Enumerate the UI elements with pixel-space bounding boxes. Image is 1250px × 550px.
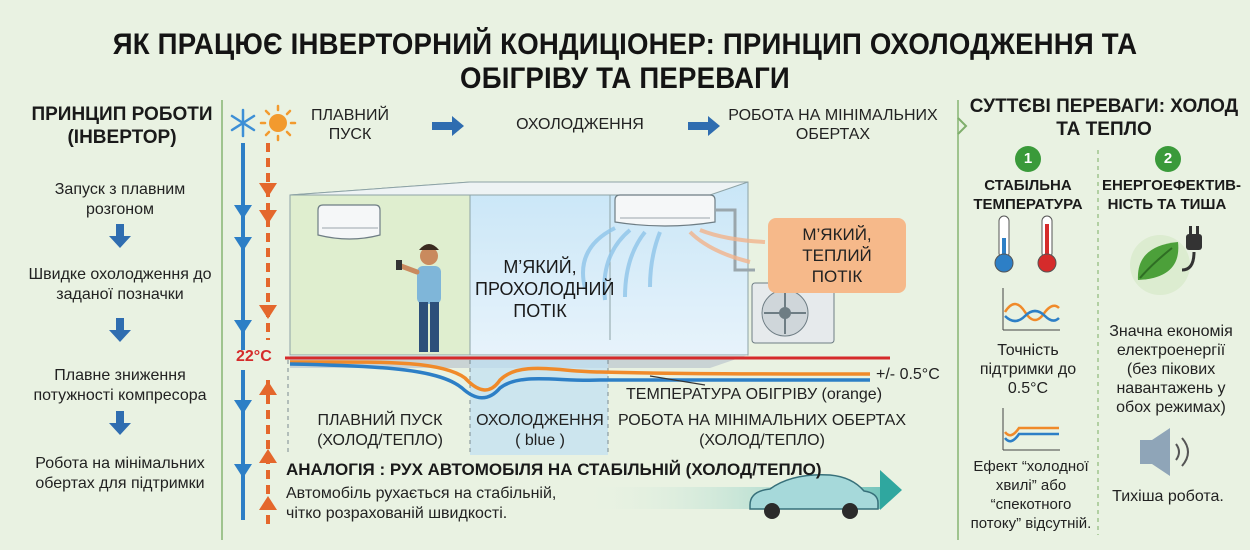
advantage-1-number: 1: [1015, 146, 1041, 172]
analogy-text: Автомобіль рухається на стабільній, чітк…: [286, 485, 557, 522]
sun-icon: [259, 104, 297, 142]
warm-flow-bubble: М’ЯКИЙ, ТЕПЛИЙ ПОТІК: [768, 218, 906, 293]
step-1: Запуск з плавним розгоном: [54, 181, 186, 218]
page-title: ЯК ПРАЦЮЄ ІНВЕРТОРНИЙ КОНДИЦІОНЕР: ПРИНЦ…: [112, 28, 1138, 95]
advantage-1-text-1: Точність підтримки до 0.5°C: [979, 342, 1077, 397]
cool-flow-label: М’ЯКИЙ, ПРОХОЛОДНИЙ ПОТІК: [475, 257, 615, 321]
no-wave-chart-icon: [1002, 408, 1060, 451]
step-arrows: [109, 224, 131, 435]
indoor-unit-left: [317, 204, 381, 240]
advantage-2-text-1: Значна економія електроенергії (без піко…: [1109, 323, 1233, 416]
heating-curve-label: ТЕМПЕРАТУРА ОБІГРІВУ (orange): [626, 386, 883, 403]
person: [396, 244, 441, 352]
warm-vertical-arrows: [259, 143, 277, 525]
phase-smooth-start: ПЛАВНИЙ ПУСК (ХОЛОД/ТЕПЛО): [317, 412, 443, 449]
cooling-phase-band: [470, 360, 608, 455]
step-4: Робота на мінімальних обертах для підтри…: [35, 455, 205, 492]
leaf-plug-icon: [1130, 226, 1202, 295]
flow-arrow-2: [688, 116, 720, 136]
principle-heading: ПРИНЦИП РОБОТИ (ІНВЕРТОР): [31, 104, 213, 148]
step-3: Плавне зниження потужності компресора: [33, 367, 207, 404]
cool-airflow: [581, 226, 662, 301]
car-icon: [749, 474, 879, 519]
flow-stage-min-rpm: РОБОТА НА МІНІМАЛЬНИХ ОБЕРТАХ: [728, 107, 938, 143]
flow-stage-smooth-start: ПЛАВНИЙ ПУСК: [311, 107, 389, 143]
advantage-2-text-2: Тихіша робота.: [1112, 488, 1224, 505]
analogy-heading: АНАЛОГІЯ : РУХ АВТОМОБІЛЯ НА СТАБІЛЬНІЙ …: [286, 460, 822, 479]
thermometer-cold-icon: [994, 215, 1014, 273]
advantage-1-heading: СТАБІЛЬНА ТЕМПЕРАТУРА: [973, 177, 1083, 213]
heating-label-pointer: [649, 375, 706, 386]
cool-vertical-arrows: [234, 143, 252, 520]
step-2: Швидке охолодження до заданої позначки: [28, 266, 212, 303]
thermometer-hot-icon: [1037, 215, 1057, 273]
heating-curve: [289, 360, 871, 392]
setpoint-label: 22°C: [236, 348, 272, 365]
flow-arrow-1: [432, 116, 464, 136]
speaker-icon: [1140, 428, 1189, 476]
phase-min-rpm: РОБОТА НА МІНІМАЛЬНИХ ОБЕРТАХ (ХОЛОД/ТЕП…: [617, 412, 906, 449]
advantage-1-text-2: Ефект “холодної хвилі” або “спекотного п…: [970, 458, 1092, 532]
advantage-2-number: 2: [1155, 146, 1181, 172]
tolerance-label: +/- 0.5°C: [876, 366, 940, 383]
phase-cooling: ОХОЛОДЖЕННЯ ( blue ): [476, 412, 604, 449]
warm-airflow: [688, 228, 766, 264]
flow-stage-cooling: ОХОЛОДЖЕННЯ: [516, 116, 644, 133]
precision-chart-icon: [1002, 288, 1060, 331]
advantages-heading: СУТТЄВІ ПЕРЕВАГИ: ХОЛОД ТА ТЕПЛО: [969, 96, 1239, 140]
advantage-2-heading: ЕНЕРГОЕФЕКТИВ-НІСТЬ ТА ТИША: [1102, 177, 1241, 213]
snowflake-icon: [230, 108, 256, 138]
analogy-arrow-head: [880, 470, 902, 510]
cooling-curve: [289, 362, 870, 400]
